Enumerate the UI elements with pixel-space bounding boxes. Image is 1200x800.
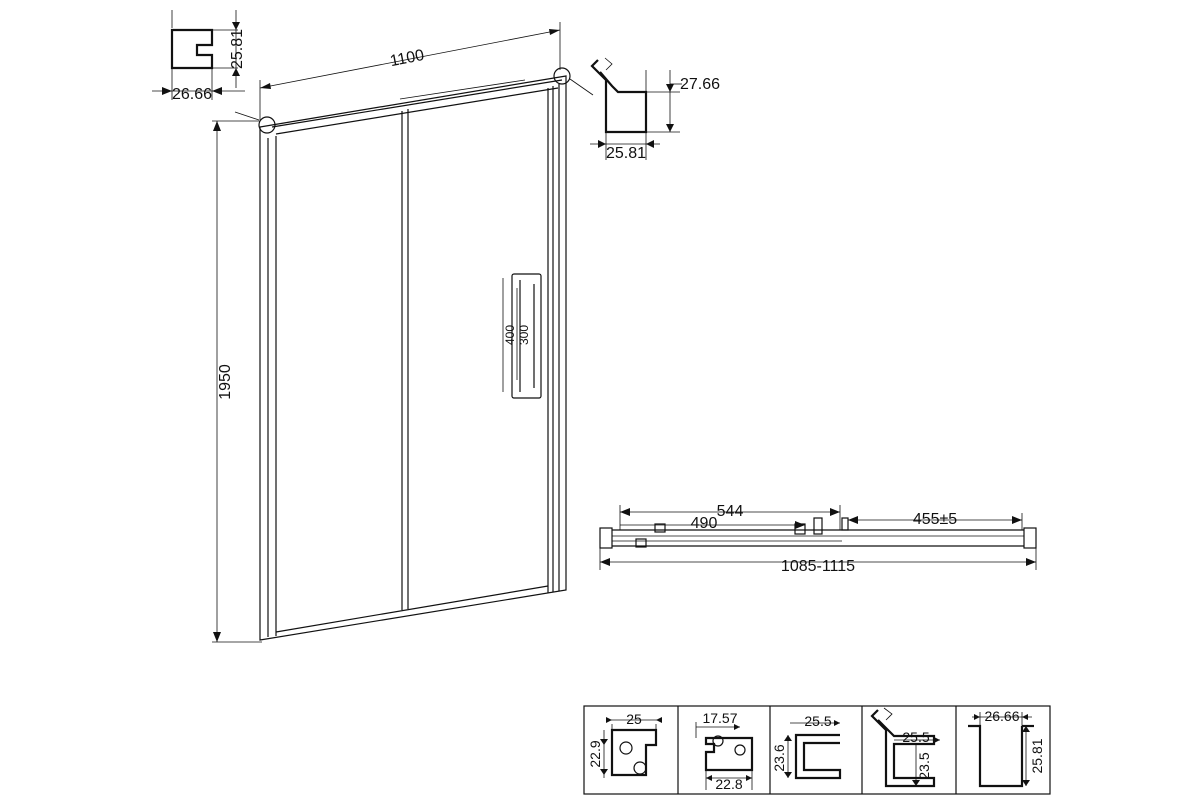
profile-4-side-label: 23.5 [916, 752, 932, 779]
plan-gap-dimension: 455±5 [913, 511, 957, 528]
handle-inner-dimension: 300 [517, 325, 531, 345]
detail-marker-right [553, 67, 571, 85]
profile-5-top-label: 26.66 [984, 708, 1019, 724]
profile-2-bottom-label: 22.8 [715, 776, 742, 792]
profile-1-top-label: 25 [626, 711, 642, 727]
handle-outer-dimension: 400 [503, 325, 517, 345]
width-dimension-label: 1100 [389, 47, 426, 70]
profile-cell-4: 25.5 23.5 [870, 707, 940, 788]
detail-marker-left [258, 116, 276, 134]
top-left-width-label: 26.66 [172, 86, 212, 103]
door-handle [511, 273, 542, 399]
profile-table: 25 22.9 17.57 22.8 25.5 [583, 705, 1051, 795]
plan-view: 544 490 455±5 1085-1115 [599, 503, 1037, 575]
top-left-profile-detail: 25.81 26.66 [152, 10, 246, 103]
top-left-height-label: 25.81 [229, 29, 246, 69]
profile-2-top-label: 17.57 [702, 710, 737, 726]
profile-cell-1: 25 22.9 [587, 711, 662, 778]
door-outer-frame [259, 75, 567, 641]
profile-3-side-label: 23.6 [771, 744, 787, 771]
profile-3-top-label: 25.5 [804, 713, 831, 729]
profile-cell-3: 25.5 23.6 [771, 713, 842, 780]
profile-cell-5: 26.66 25.81 [968, 708, 1045, 788]
plan-panel-dimension: 544 [717, 503, 744, 520]
height-dimension-label: 1950 [217, 364, 234, 400]
profile-cell-2: 17.57 22.8 [695, 710, 754, 792]
front-view: 1100 1950 400 300 [212, 22, 594, 643]
profile-4-top-label: 25.5 [902, 729, 929, 745]
profile-5-side-label: 25.81 [1029, 738, 1045, 773]
top-right-height-label: 27.66 [680, 76, 720, 93]
plan-inner-dimension: 490 [691, 515, 718, 532]
plan-range-dimension: 1085-1115 [781, 558, 855, 575]
profile-1-side-label: 22.9 [587, 740, 603, 767]
top-right-profile-detail: 27.66 25.81 [590, 57, 720, 162]
top-right-width-label: 25.81 [606, 145, 646, 162]
